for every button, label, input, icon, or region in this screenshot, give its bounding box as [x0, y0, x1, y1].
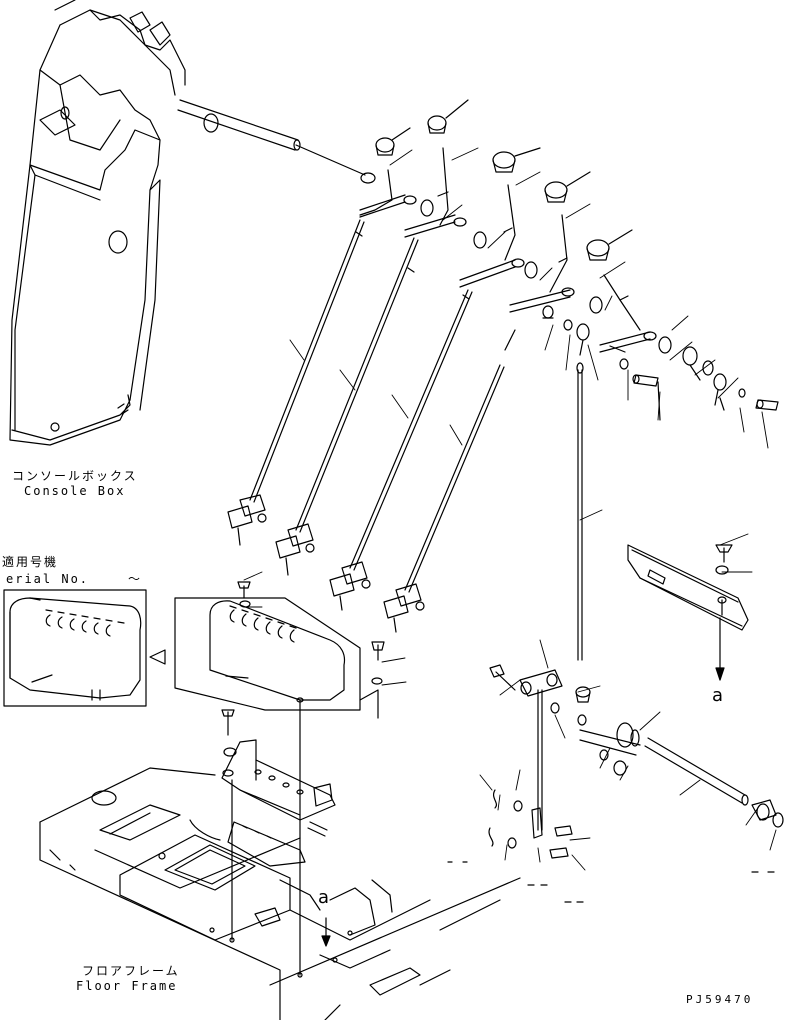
floor-frame-en-label: Floor Frame	[76, 979, 178, 993]
lower-right-assembly	[447, 664, 784, 903]
rod-group	[249, 219, 584, 661]
knob-group	[375, 99, 633, 261]
console-box-en-label: Console Box	[24, 484, 126, 498]
cover-plate-right	[627, 544, 749, 681]
serial-jp-label: 適用号機	[2, 555, 59, 569]
reference-a-bottom: a	[318, 887, 330, 908]
console-box-jp-label: コンソールボックス	[12, 469, 138, 483]
serial-en-label: erial No.	[6, 572, 90, 586]
reference-a-right: a	[712, 685, 724, 706]
floor-frame-drawing	[39, 767, 521, 1020]
drawing-code: PJ59470	[686, 993, 754, 1006]
bracket-group	[221, 699, 336, 976]
serial-inset	[3, 589, 166, 707]
lever-group	[359, 147, 672, 354]
serial-range-label: ～	[128, 572, 143, 586]
leader-lines	[243, 147, 777, 871]
upper-shaft	[177, 99, 376, 184]
cover-inset	[174, 581, 385, 719]
console-box-drawing	[9, 0, 186, 446]
floor-frame-jp-label: フロアフレーム	[82, 964, 180, 978]
rod-end-group	[227, 494, 425, 633]
